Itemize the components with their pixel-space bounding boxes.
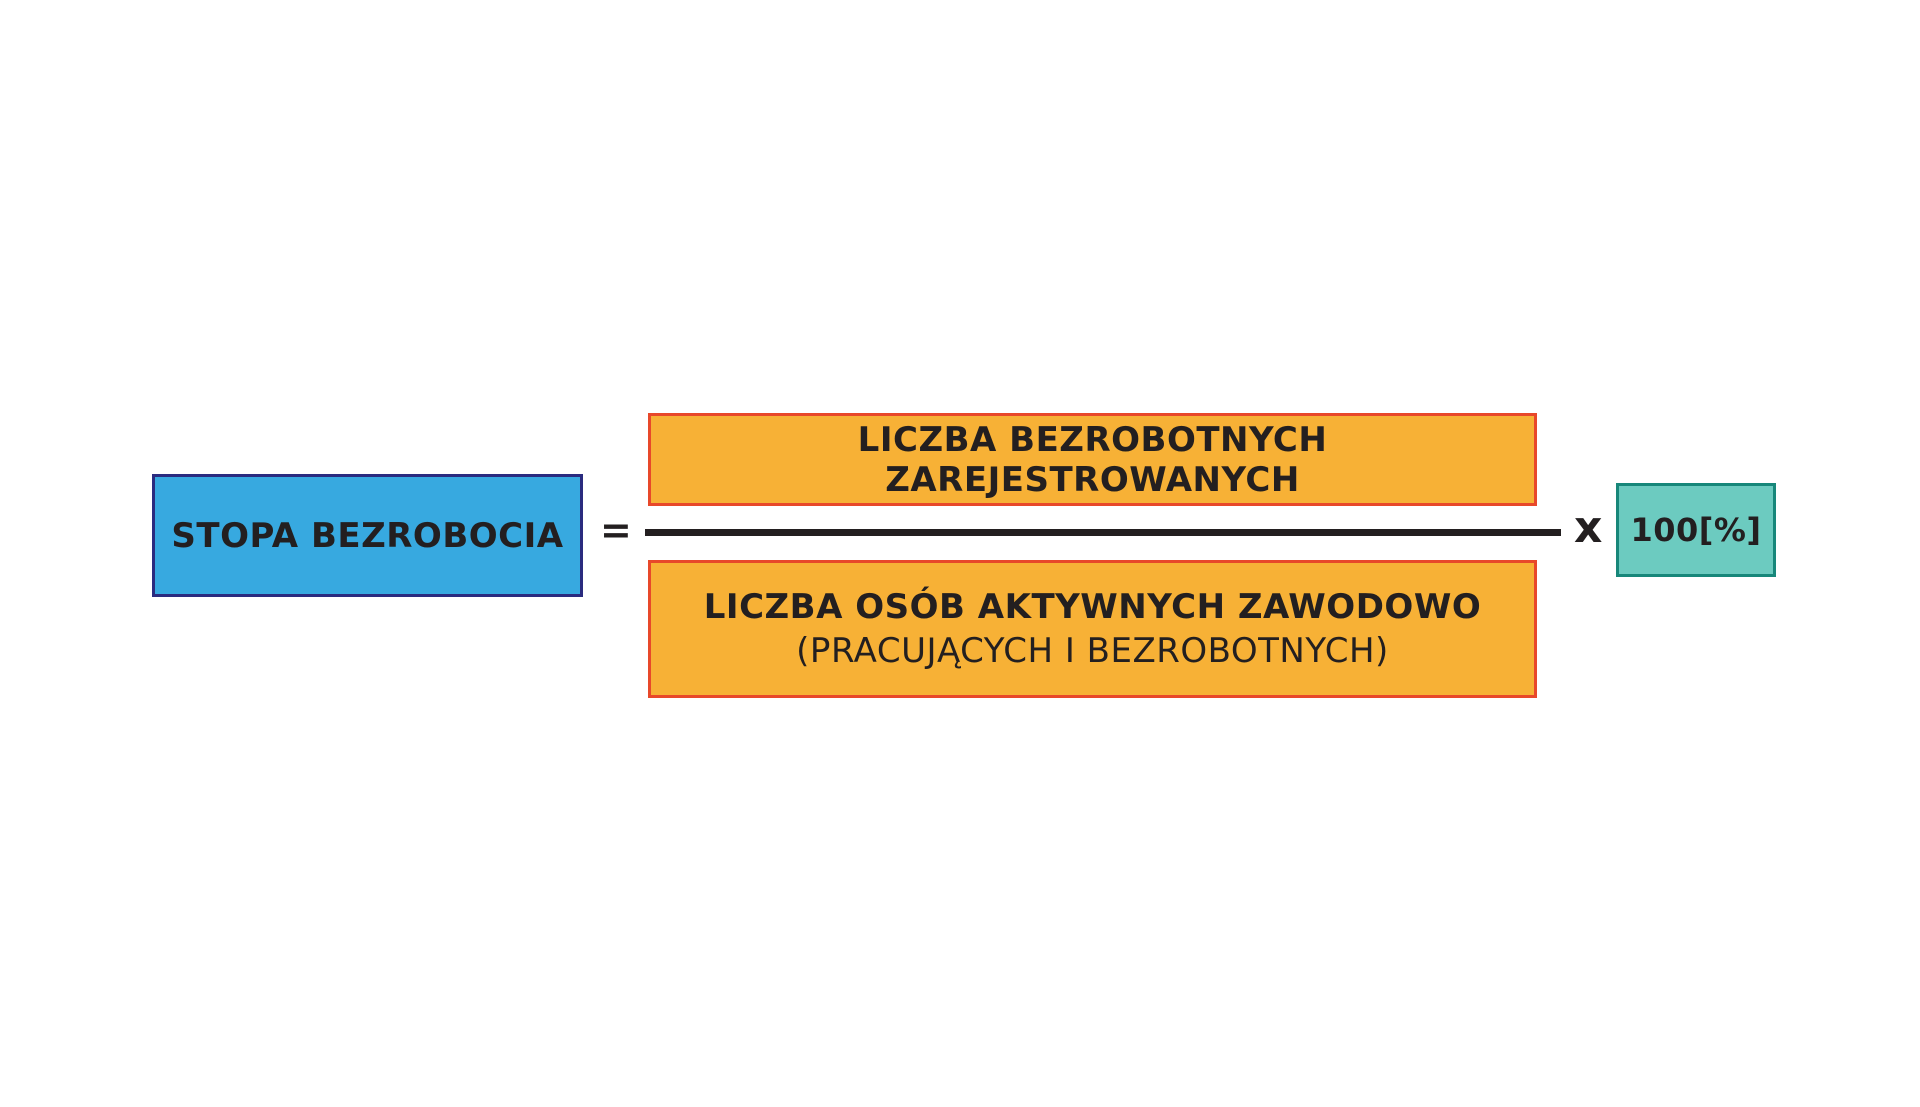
numerator-box: LICZBA BEZROBOTNYCH ZAREJESTROWANYCH — [648, 413, 1537, 506]
denominator-box: LICZBA OSÓB AKTYWNYCH ZAWODOWO (PRACUJĄC… — [648, 560, 1537, 698]
denominator-label-line2: (PRACUJĄCYCH I BEZROBOTNYCH) — [796, 631, 1389, 671]
unemployment-rate-box: STOPA BEZROBOCIA — [152, 474, 583, 597]
numerator-label: LICZBA BEZROBOTNYCH ZAREJESTROWANYCH — [857, 419, 1328, 500]
unemployment-rate-label: STOPA BEZROBOCIA — [171, 515, 564, 556]
denominator-label-line1: LICZBA OSÓB AKTYWNYCH ZAWODOWO — [703, 587, 1482, 627]
multiply-sign: x — [1574, 502, 1603, 553]
equals-sign: = — [600, 508, 632, 552]
multiplier-box: 100[%] — [1616, 483, 1776, 577]
fraction-bar — [645, 529, 1561, 536]
multiplier-label: 100[%] — [1630, 511, 1762, 549]
